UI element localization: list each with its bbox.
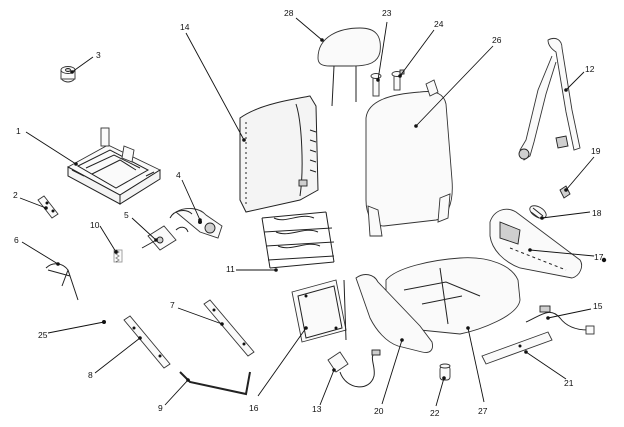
callout-23: 23 bbox=[382, 8, 392, 18]
part-15-cable bbox=[525, 305, 595, 335]
part-14-backrest-panel bbox=[239, 95, 319, 213]
part-23-headrest-guide bbox=[370, 73, 382, 97]
callout-26: 26 bbox=[492, 35, 502, 45]
leader-19 bbox=[565, 156, 595, 191]
callout-28: 28 bbox=[284, 8, 294, 18]
callout-16: 16 bbox=[249, 403, 259, 413]
part-6-wire-rod bbox=[45, 263, 79, 301]
part-18-control-knob bbox=[529, 205, 547, 219]
part-1-seat-track-frame bbox=[67, 127, 161, 205]
part-9-bar bbox=[179, 371, 251, 396]
callout-12: 12 bbox=[585, 64, 595, 74]
leader-15 bbox=[547, 308, 592, 319]
leader-13 bbox=[319, 369, 335, 406]
leader-26 bbox=[415, 45, 494, 127]
leader-10 bbox=[99, 225, 117, 253]
callout-3: 3 bbox=[96, 50, 101, 60]
leader-16 bbox=[257, 327, 307, 397]
part-26-backrest-cushion bbox=[365, 79, 453, 237]
callout-1: 1 bbox=[16, 126, 21, 136]
leader-22 bbox=[435, 377, 445, 407]
leader-1 bbox=[25, 131, 77, 165]
callout-21: 21 bbox=[564, 378, 574, 388]
part-21-trim-strip bbox=[481, 331, 553, 365]
callout-24: 24 bbox=[434, 19, 444, 29]
callout-8: 8 bbox=[88, 370, 93, 380]
callout-9: 9 bbox=[158, 403, 163, 413]
part-20-side-bolster bbox=[355, 274, 433, 353]
leader-lines bbox=[19, 17, 595, 407]
part-4-recliner-mechanism bbox=[169, 208, 223, 239]
callout-13: 13 bbox=[312, 404, 322, 414]
callout-4: 4 bbox=[176, 170, 181, 180]
leader-28 bbox=[295, 17, 323, 41]
leader-5 bbox=[131, 217, 157, 241]
leader-27 bbox=[467, 327, 485, 403]
callout-labels: 1 2 3 4 5 6 7 8 9 10 11 12 13 14 15 16 1… bbox=[13, 8, 604, 418]
part-3-bushing bbox=[60, 66, 76, 83]
part-8-rail bbox=[123, 315, 171, 369]
leader-8 bbox=[94, 337, 141, 374]
callout-20: 20 bbox=[374, 406, 384, 416]
callout-15: 15 bbox=[593, 301, 603, 311]
part-17-side-trim bbox=[489, 208, 583, 279]
leader-18 bbox=[541, 211, 591, 219]
part-5-lever-assembly bbox=[141, 225, 189, 251]
leader-7 bbox=[177, 307, 223, 325]
leader-23 bbox=[377, 21, 388, 81]
leader-dots bbox=[44, 38, 607, 382]
part-19-clip bbox=[559, 185, 571, 199]
part-7-rail bbox=[203, 299, 255, 357]
part-11-spring-grid bbox=[261, 211, 335, 269]
callout-6: 6 bbox=[14, 235, 19, 245]
leader-2 bbox=[19, 197, 47, 209]
part-22-connector bbox=[439, 363, 451, 381]
leader-3 bbox=[71, 56, 94, 73]
leader-14 bbox=[185, 32, 245, 141]
part-13-harness bbox=[327, 349, 381, 388]
part-2-bracket bbox=[37, 195, 59, 219]
callout-14: 14 bbox=[180, 22, 190, 32]
leader-20 bbox=[381, 339, 403, 405]
leader-12 bbox=[565, 71, 585, 91]
callout-7: 7 bbox=[170, 300, 175, 310]
callout-5: 5 bbox=[124, 210, 129, 220]
part-28-headrest bbox=[317, 27, 381, 107]
part-17-end-dot bbox=[601, 257, 607, 263]
callout-25: 25 bbox=[38, 330, 48, 340]
part-12-seat-belt bbox=[518, 37, 581, 161]
callout-2: 2 bbox=[13, 190, 18, 200]
leader-25 bbox=[47, 321, 105, 334]
leader-4 bbox=[181, 179, 201, 221]
callout-19: 19 bbox=[591, 146, 601, 156]
callout-11: 11 bbox=[226, 264, 235, 274]
callout-22: 22 bbox=[430, 408, 440, 418]
leader-24 bbox=[399, 29, 435, 77]
part-16-seat-pan bbox=[291, 279, 347, 343]
leader-9 bbox=[164, 379, 189, 406]
leader-17 bbox=[529, 249, 595, 257]
leader-21 bbox=[525, 351, 567, 380]
callout-10: 10 bbox=[90, 220, 100, 230]
callout-27: 27 bbox=[478, 406, 488, 416]
part-27-seat-cushion bbox=[385, 257, 521, 335]
part-24-headrest-guide bbox=[391, 69, 405, 91]
part-10-spring bbox=[113, 249, 123, 263]
leader-6 bbox=[21, 241, 59, 265]
callout-17: 17 bbox=[594, 252, 604, 262]
callout-18: 18 bbox=[592, 208, 602, 218]
